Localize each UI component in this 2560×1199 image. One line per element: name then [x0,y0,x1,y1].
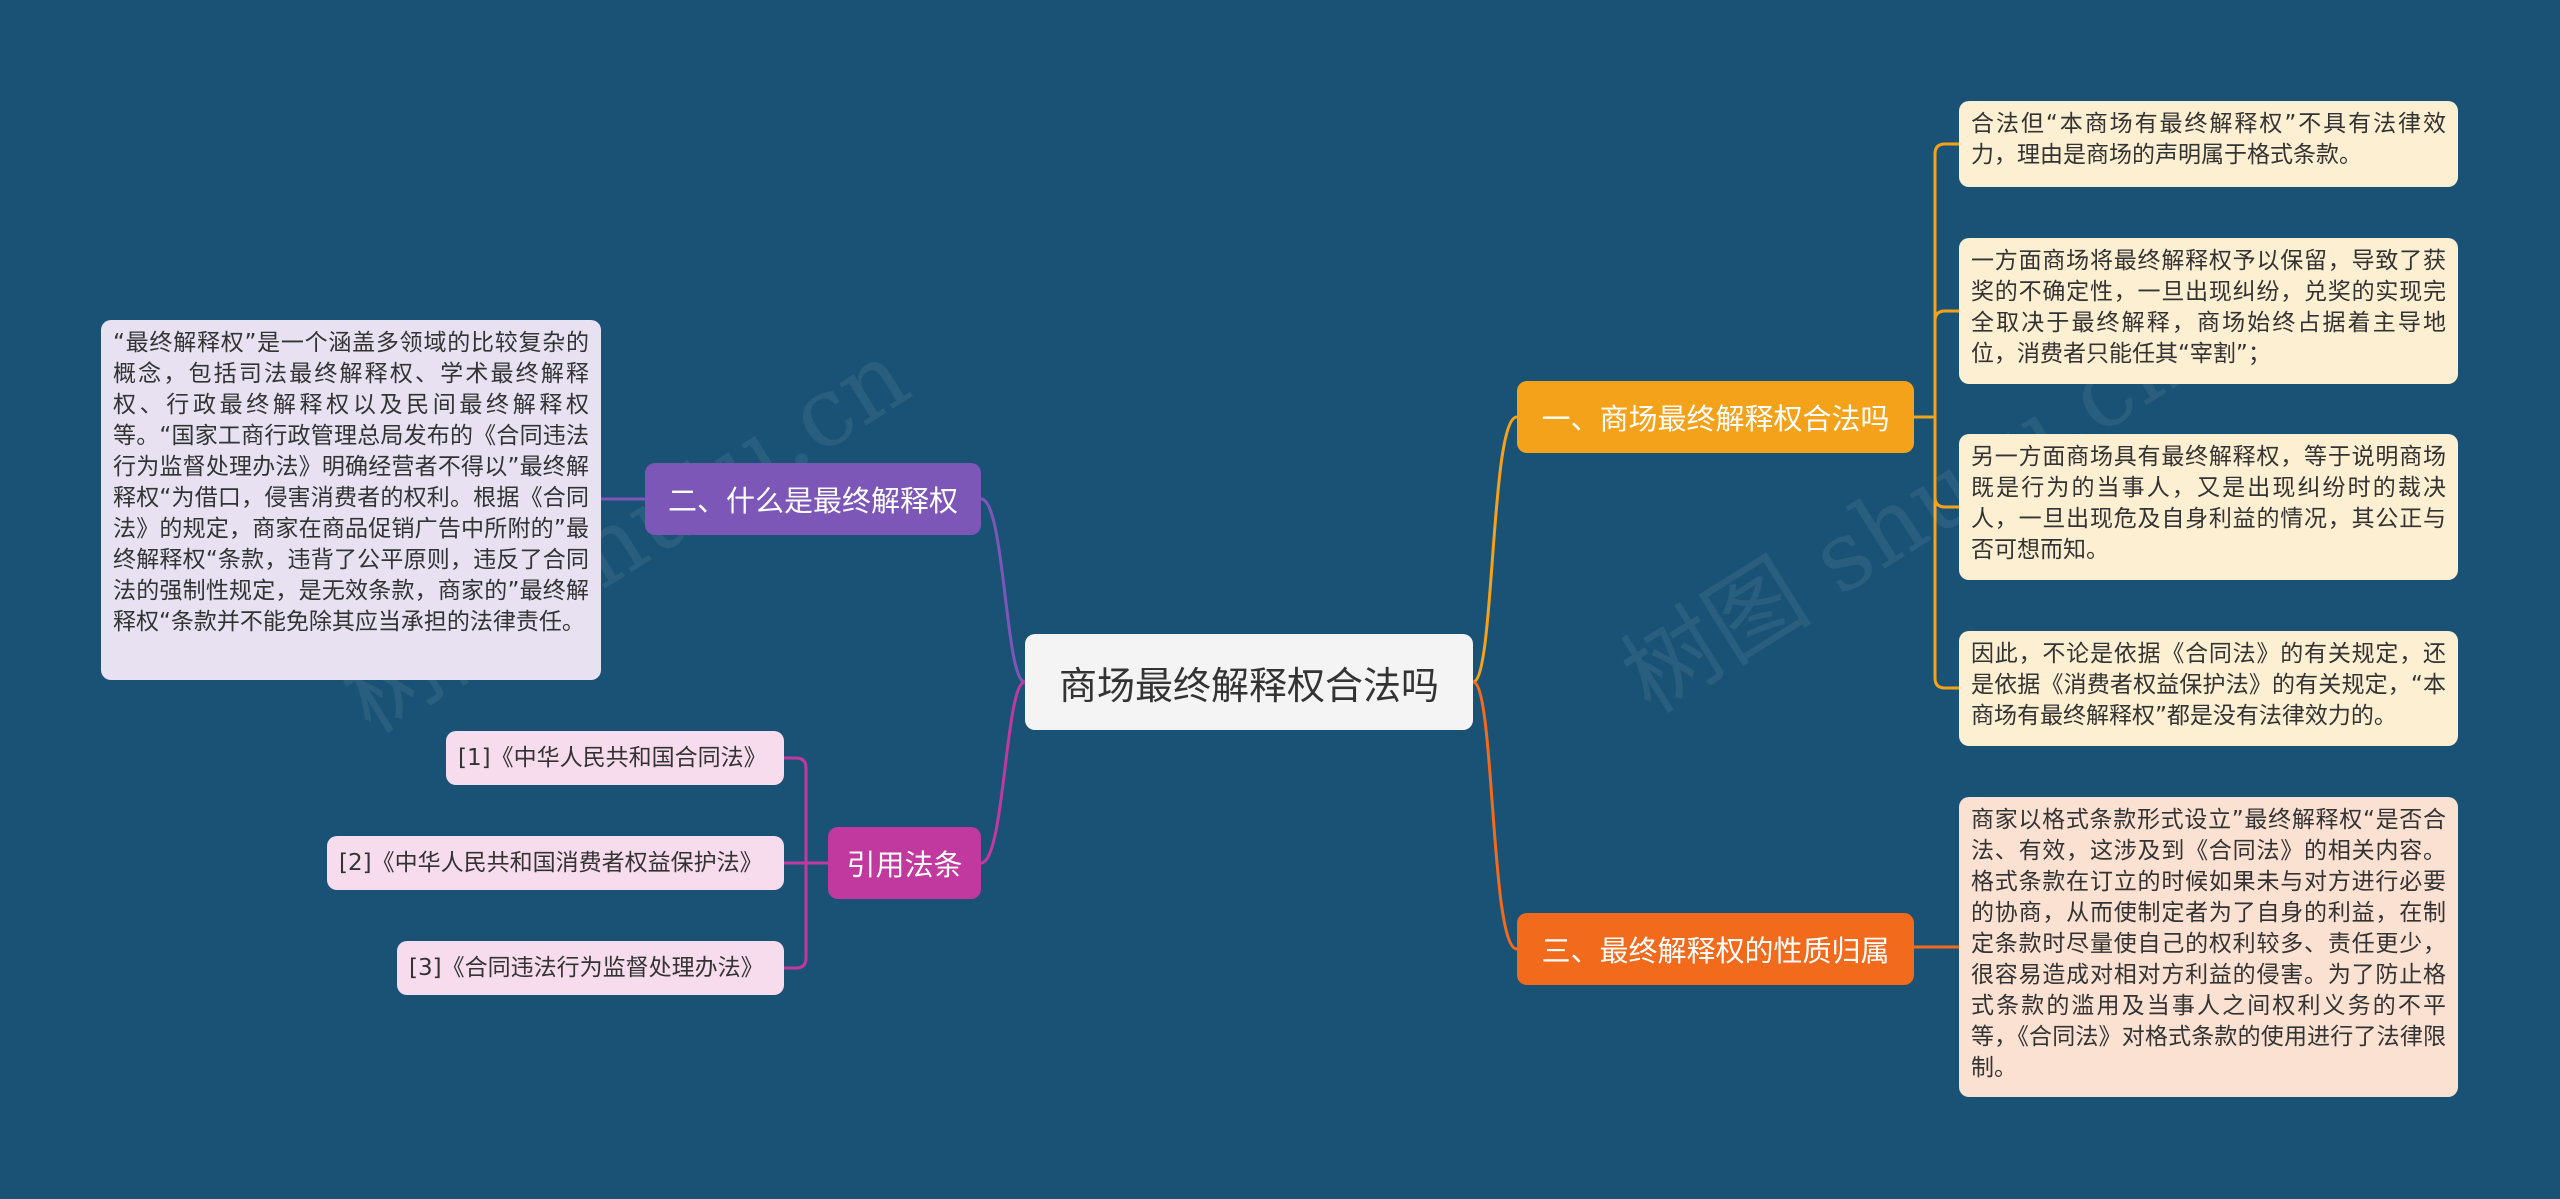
leaf-legal-2[interactable]: 一方面商场将最终解释权予以保留，导致了获奖的不确定性，一旦出现纠纷，兑奖的实现完… [1959,238,2458,384]
branch-nature[interactable]: 三、最终解释权的性质归属 [1517,913,1914,985]
branch-legal[interactable]: 一、商场最终解释权合法吗 [1517,381,1914,453]
link-citation-1 [784,756,828,865]
branch-citations[interactable]: 引用法条 [828,827,981,899]
leaf-definition[interactable]: “最终解释权”是一个涵盖多领域的比较复杂的概念，包括司法最终解释权、学术最终解释… [101,320,601,680]
link-root-legal [1472,415,1518,684]
root-topic[interactable]: 商场最终解释权合法吗 [1025,634,1473,730]
citation-item[interactable]: [3]《合同违法行为监督处理办法》 [397,941,784,995]
link-citation-3 [784,863,808,970]
link-root-definition [980,497,1026,684]
leaf-legal-4[interactable]: 因此，不论是依据《合同法》的有关规定，还是依据《消费者权益保护法》的有关规定，“… [1959,631,2458,746]
link-legal-leaf1 [1914,142,1959,419]
link-legal-leaf4 [1933,417,1959,690]
citation-item[interactable]: [2]《中华人民共和国消费者权益保护法》 [327,836,784,890]
leaf-legal-3[interactable]: 另一方面商场具有最终解释权，等于说明商场既是行为的当事人，又是出现纠纷时的裁决人… [1959,434,2458,580]
link-root-nature [1472,680,1518,951]
link-legal-leaf2 [1933,309,1959,417]
leaf-nature[interactable]: 商家以格式条款形式设立”最终解释权“是否合法、有效，这涉及到《合同法》的相关内容… [1959,797,2458,1097]
leaf-legal-1[interactable]: 合法但“本商场有最终解释权”不具有法律效力，理由是商场的声明属于格式条款。 [1959,101,2458,187]
branch-definition[interactable]: 二、什么是最终解释权 [645,463,981,535]
link-root-citations [980,680,1026,865]
citation-item[interactable]: [1]《中华人民共和国合同法》 [446,731,784,785]
